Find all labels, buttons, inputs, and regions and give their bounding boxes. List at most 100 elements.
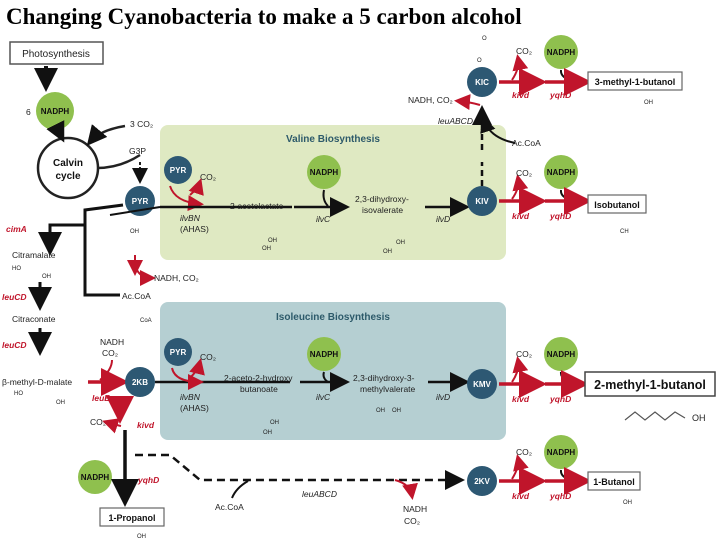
kivd-enzyme-2: kivd	[512, 211, 530, 221]
yqhd-enzyme-1: yqhD	[549, 90, 571, 100]
svg-text:1-Butanol: 1-Butanol	[593, 477, 635, 487]
nadph-node-propanol	[78, 460, 112, 494]
ahas-label-1: (AHAS)	[180, 224, 209, 234]
svg-text:CO₂: CO₂	[102, 348, 118, 358]
leuabcd-enzyme-bottom: leuABCD	[302, 489, 337, 499]
svg-text:2KB: 2KB	[132, 378, 148, 387]
isoleucine-panel	[160, 302, 506, 440]
acetolactate-label: 2-acetolactate	[230, 201, 284, 211]
kivd-enzyme-1: kivd	[512, 90, 530, 100]
svg-text:CoA: CoA	[140, 318, 152, 324]
valine-title: Valine Biosynthesis	[286, 134, 380, 145]
svg-text:CO₂: CO₂	[404, 516, 420, 526]
product-2-methyl-1-butanol	[584, 371, 716, 397]
svg-text:NADPH: NADPH	[41, 107, 70, 116]
svg-text:Calvin: Calvin	[53, 158, 83, 169]
leuabcd-enzyme-top: leuABCD	[438, 116, 473, 126]
acetyl-coa-top: Ac.CoA	[512, 138, 541, 148]
photosynthesis-label: Photosynthesis	[22, 49, 90, 60]
svg-text:2-methyl-1-butanol: 2-methyl-1-butanol	[594, 378, 706, 392]
svg-text:NADPH: NADPH	[547, 448, 576, 457]
svg-text:OH: OH	[392, 408, 401, 414]
product-isobutanol	[587, 194, 647, 214]
nadph-node-kiv	[544, 155, 578, 189]
product-3-methyl-1-butanol	[587, 71, 683, 91]
svg-text:O: O	[477, 58, 482, 64]
yqhd-enzyme-4: yqhD	[137, 475, 159, 485]
isoleucine-title: Isoleucine Biosynthesis	[276, 312, 390, 323]
acetyl-coa-mid: Ac.CoA	[122, 291, 151, 301]
svg-text:OH: OH	[644, 100, 653, 106]
svg-text:OH: OH	[42, 274, 51, 280]
svg-text:OH: OH	[262, 246, 271, 252]
svg-text:OH: OH	[383, 249, 392, 255]
yqhd-enzyme-3: yqhD	[549, 394, 571, 404]
ahas-label-2: (AHAS)	[180, 403, 209, 413]
page-title: Changing Cyanobacteria to make a 5 carbo…	[6, 4, 522, 29]
nadph-node-calvin	[36, 92, 74, 130]
product-1-propanol	[99, 507, 165, 527]
kmv-node	[467, 369, 497, 399]
svg-text:PYR: PYR	[170, 348, 187, 357]
nadph-node-isoleucine	[307, 337, 341, 371]
nadph-node-kmv	[544, 337, 578, 371]
svg-text:HO: HO	[12, 266, 21, 272]
svg-text:KMV: KMV	[473, 380, 491, 389]
citraconate-label: Citraconate	[12, 314, 56, 324]
svg-text:cycle: cycle	[55, 171, 80, 182]
dihydroxy-iso-2: isovalerate	[362, 205, 403, 215]
svg-text:KIV: KIV	[475, 197, 489, 206]
dihydroxy-iso-1: 2,3-dihydroxy-	[355, 194, 409, 204]
svg-text:OH: OH	[396, 240, 405, 246]
kivd-enzyme-4: kivd	[137, 420, 155, 430]
nadh-co2-top: NADH, CO₂	[408, 95, 453, 105]
svg-text:1-Propanol: 1-Propanol	[108, 513, 155, 523]
nadph-node-2kv	[544, 435, 578, 469]
yqhd-enzyme-5: yqhD	[549, 491, 571, 501]
svg-text:NADPH: NADPH	[81, 473, 110, 482]
citramalate-label: Citramalate	[12, 250, 56, 260]
svg-text:CO₂: CO₂	[90, 417, 106, 427]
svg-text:OH: OH	[268, 238, 277, 244]
ilvd-enzyme-1: ilvD	[436, 214, 450, 224]
svg-text:OH: OH	[623, 500, 632, 506]
acetohydroxy-1: 2-aceto-2-hydroxy	[224, 373, 293, 383]
svg-text:OH: OH	[137, 534, 146, 540]
dihydroxy-methyl-1: 2,3-dihydroxy-3-	[353, 373, 415, 383]
svg-text:OH: OH	[692, 413, 706, 423]
svg-text:Isobutanol: Isobutanol	[594, 200, 640, 210]
svg-text:HO: HO	[14, 391, 23, 397]
ilvbn-enzyme-2: ilvBN	[180, 392, 201, 402]
svg-text:OH: OH	[56, 400, 65, 406]
ilvc-enzyme-1: ilvC	[316, 214, 331, 224]
product-1-butanol	[587, 471, 641, 491]
svg-text:O: O	[482, 36, 487, 42]
svg-text:OH: OH	[270, 420, 279, 426]
acetohydroxy-2: butanoate	[240, 384, 278, 394]
nadh-co2-mid: NADH, CO₂	[154, 273, 199, 283]
acetyl-coa-bottom: Ac.CoA	[215, 502, 244, 512]
six-label: 6	[26, 107, 31, 117]
svg-text:KIC: KIC	[475, 78, 489, 87]
svg-text:CO₂: CO₂	[200, 172, 216, 182]
twokb-node	[125, 367, 155, 397]
nadph-node-valine	[307, 155, 341, 189]
kivd-enzyme-5: kivd	[512, 491, 530, 501]
svg-text:PYR: PYR	[170, 166, 187, 175]
svg-text:NADPH: NADPH	[547, 48, 576, 57]
g3p-label: G3P	[129, 146, 146, 156]
leucd-enzyme-2: leuCD	[2, 340, 27, 350]
ilvbn-enzyme-1: ilvBN	[180, 213, 201, 223]
svg-text:OH: OH	[130, 229, 139, 235]
svg-text:NADPH: NADPH	[310, 350, 339, 359]
svg-text:CH: CH	[620, 229, 629, 235]
kic-node	[467, 67, 497, 97]
cima-enzyme: cimA	[6, 224, 27, 234]
kivd-enzyme-3: kivd	[512, 394, 530, 404]
ilvc-enzyme-2: ilvC	[316, 392, 331, 402]
valine-panel	[160, 125, 506, 260]
svg-text:NADPH: NADPH	[310, 168, 339, 177]
twokv-node	[467, 466, 497, 496]
svg-text:CO₂: CO₂	[516, 46, 532, 56]
